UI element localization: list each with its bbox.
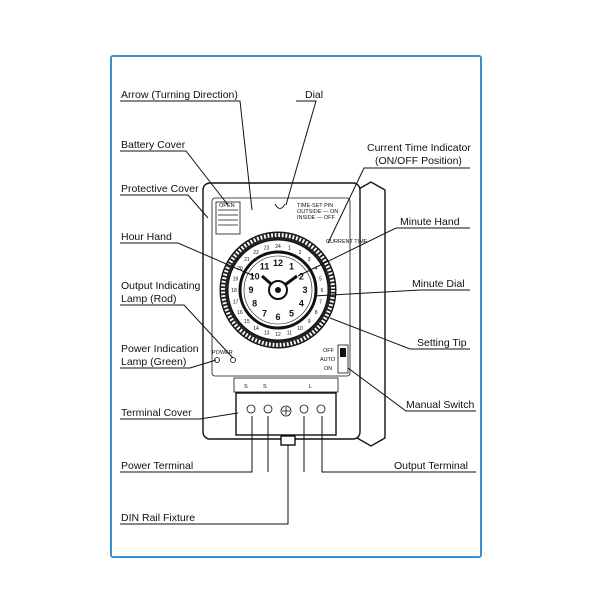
clock-number: 8 [252, 299, 257, 309]
clock-number: 7 [262, 308, 267, 318]
open-text: OPEN [219, 203, 235, 209]
ring-number: 12 [275, 332, 281, 338]
dial-pin [275, 287, 281, 293]
callout-lines [120, 100, 476, 525]
ring-number: 14 [253, 326, 259, 332]
din-rail-clip [280, 435, 296, 446]
label-minute-hand: Minute Hand [400, 216, 460, 228]
ring-number: 11 [287, 331, 292, 337]
ring-number: 6 [321, 288, 324, 294]
ring-number: 5 [319, 277, 322, 283]
switch-auto: AUTO [320, 357, 336, 363]
label-manual-switch: Manual Switch [406, 399, 474, 411]
label-output-terminal: Output Terminal [394, 460, 468, 472]
clock-number: 6 [275, 312, 280, 322]
ring-number: 7 [319, 299, 322, 305]
time-set-text: TIME-SET PIN [297, 203, 333, 209]
label-power-terminal: Power Terminal [121, 460, 193, 472]
arrow-mark [274, 203, 286, 209]
device-side [356, 181, 386, 447]
label-battery-cover: Battery Cover [121, 139, 186, 151]
manual-switch-knob [340, 348, 346, 357]
clock-number: 1 [289, 262, 294, 272]
clock-number: 10 [250, 272, 260, 282]
inside-text: INSIDE — OFF [297, 215, 336, 221]
ring-number: 19 [233, 277, 239, 283]
label-output-lamp-1: Output Indicating [121, 280, 201, 292]
label-minute-dial: Minute Dial [412, 278, 465, 290]
ring-number: 22 [253, 250, 259, 256]
label-protective-cover: Protective Cover [121, 183, 199, 195]
label-din-rail: DIN Rail Fixture [121, 512, 195, 524]
ring-number: 3 [308, 257, 311, 263]
ring-number: 17 [233, 299, 239, 305]
manual-switch [337, 344, 349, 374]
terminal-screw-center [280, 405, 292, 417]
terminal-screw [299, 404, 309, 414]
outside-text: OUTSIDE — ON [297, 209, 338, 215]
clock-number: 9 [248, 285, 253, 295]
clock-number: 2 [299, 272, 304, 282]
clock-number: 5 [289, 308, 294, 318]
ring-number: 21 [244, 257, 250, 263]
terminal-s2: S [263, 384, 267, 390]
terminal-s1: S [244, 384, 248, 390]
power-text: POWER [212, 350, 233, 356]
setting-tips [221, 233, 335, 347]
ring-number: 18 [231, 288, 237, 294]
terminal-l: L [309, 384, 312, 390]
ring-number: 16 [237, 310, 243, 316]
clock-number: 4 [299, 299, 304, 309]
ring-number: 9 [308, 319, 311, 325]
current-text: CURRENT TIME [326, 239, 368, 245]
ring-number: 15 [244, 319, 250, 325]
ring-number: 1 [288, 246, 291, 252]
ring-number: 10 [297, 326, 303, 332]
label-dial: Dial [305, 89, 323, 101]
label-output-lamp-2: Lamp (Rod) [121, 293, 176, 305]
ring-number: 24 [275, 244, 281, 250]
label-power-lamp-1: Power Indication [121, 343, 199, 355]
label-current-time-2: (ON/OFF Position) [375, 155, 462, 167]
label-setting-tip: Setting Tip [417, 337, 467, 349]
callout-labels: Arrow (Turning Direction) Dial Battery C… [121, 89, 474, 524]
clock-number: 12 [273, 258, 283, 268]
device-face [211, 197, 351, 377]
switch-off: OFF [323, 348, 335, 354]
timer-device: OPEN TIME-SET PIN OUTSIDE — ON INSIDE — … [202, 181, 386, 447]
label-current-time-1: Current Time Indicator [367, 142, 471, 154]
label-hour-hand: Hour Hand [121, 231, 172, 243]
terminal-screw [263, 404, 273, 414]
label-terminal-cover: Terminal Cover [121, 407, 192, 419]
clock-number: 11 [260, 262, 270, 272]
ring-number: 13 [264, 331, 270, 337]
switch-on: ON [324, 366, 332, 372]
terminal-screw [246, 404, 256, 414]
ring-number: 20 [237, 266, 243, 272]
ring-number: 8 [315, 310, 318, 316]
clock-number: 3 [302, 285, 307, 295]
ring-number: 23 [264, 246, 270, 252]
terminal-rail [233, 377, 339, 393]
label-arrow: Arrow (Turning Direction) [121, 89, 238, 101]
label-power-lamp-2: Lamp (Green) [121, 356, 186, 368]
terminal-screw [316, 404, 326, 414]
battery-cover [215, 201, 241, 235]
minute-dial-inner [243, 255, 313, 325]
ring-number: 2 [299, 250, 302, 256]
ring-number: 4 [315, 266, 318, 272]
